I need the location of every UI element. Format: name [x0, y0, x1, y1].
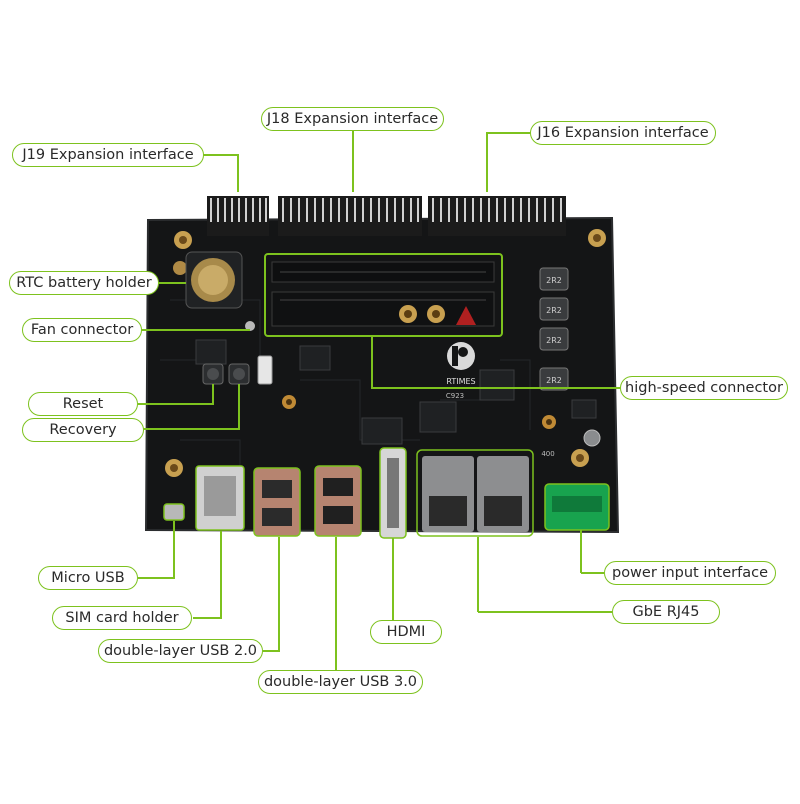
rj45-ports: [416, 449, 534, 537]
hdmi-port: [379, 447, 407, 539]
reset-recovery-buttons: [202, 363, 250, 385]
sim-card-holder: [195, 465, 245, 531]
power-input-terminal: [544, 483, 610, 531]
hdmi-label: HDMI: [370, 620, 442, 644]
usb3-label: double-layer USB 3.0: [258, 670, 423, 694]
usb3-port: [314, 465, 362, 537]
highspeed-label: high-speed connector: [620, 376, 788, 400]
inductor-code: 2R2: [546, 306, 562, 315]
j18-label: J18 Expansion interface: [261, 107, 444, 131]
micro-usb-port: [163, 503, 185, 521]
fan-connector: [245, 321, 273, 385]
rj45-label: GbE RJ45: [612, 600, 720, 624]
recovery-label: Recovery: [22, 418, 144, 442]
rtimes-logo: RTIMES C923 400: [446, 342, 555, 458]
silkscreen-code: C923: [446, 392, 464, 400]
inductor-code: 2R2: [546, 336, 562, 345]
fan-label: Fan connector: [22, 318, 142, 342]
inductor-code: 2R2: [546, 276, 562, 285]
logo-text: RTIMES: [446, 377, 475, 386]
usb2-port: [253, 467, 301, 537]
high-speed-connector-slot: [264, 253, 503, 337]
rtc-battery-holder: [185, 251, 243, 309]
board-chips: [195, 339, 601, 447]
leader-lines: [138, 130, 620, 682]
reset-label: Reset: [28, 392, 138, 416]
inductor-code: 2R2: [546, 376, 562, 385]
microusb-label: Micro USB: [38, 566, 138, 590]
j16-header: [428, 196, 566, 236]
j19-header: [207, 196, 269, 236]
silkscreen-code: 400: [541, 450, 554, 458]
usb2-label: double-layer USB 2.0: [98, 639, 263, 663]
sim-label: SIM card holder: [52, 606, 192, 630]
j18-header: [278, 196, 422, 236]
j16-label: J16 Expansion interface: [530, 121, 716, 145]
power-inductors: 2R2 2R2 2R2 2R2: [539, 267, 569, 391]
power-label: power input interface: [604, 561, 776, 585]
standoffs: [165, 229, 606, 477]
j19-label: J19 Expansion interface: [12, 143, 204, 167]
rtc-label: RTC battery holder: [9, 271, 159, 295]
